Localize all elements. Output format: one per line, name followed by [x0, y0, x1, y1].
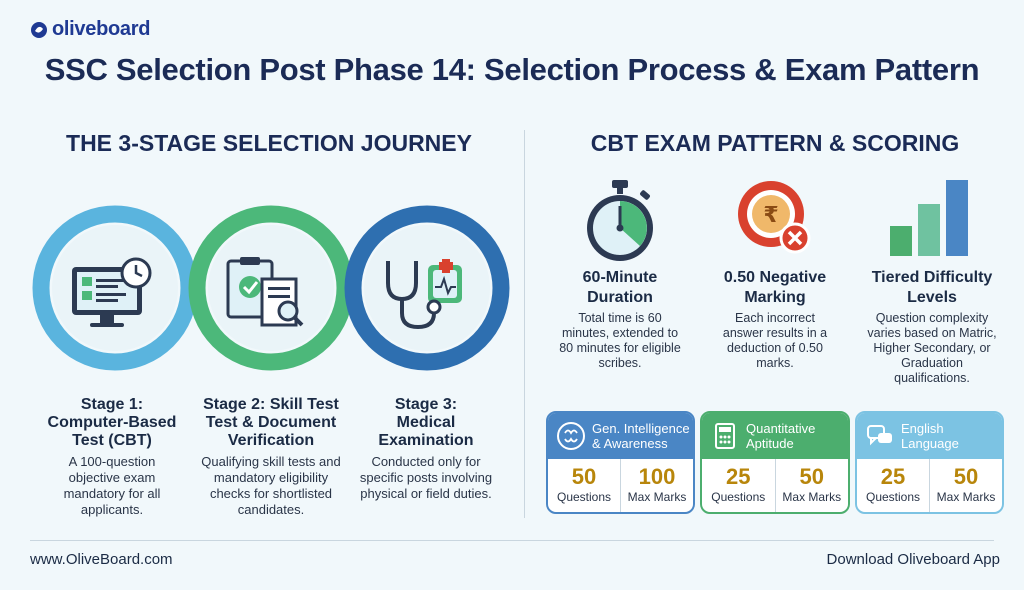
metric-duration-title: 60-Minute Duration: [582, 269, 658, 306]
stage-rings: [32, 205, 510, 371]
subject-card-header: Quantitative Aptitude: [702, 413, 848, 459]
max-marks: 100 Max Marks: [620, 459, 693, 512]
subject-card-quantitative-aptitude: Quantitative Aptitude 25 Questions 50 Ma…: [700, 411, 850, 514]
olive-logo-icon: [31, 21, 47, 38]
subject-name: Gen. Intelligence & Awareness: [592, 421, 690, 451]
metric-negative-marking-title: 0.50 Negative Marking: [723, 269, 827, 306]
right-section-title: CBT EXAM PATTERN & SCORING: [590, 130, 960, 156]
max-marks: 50 Max Marks: [774, 459, 849, 512]
metric-difficulty-title: Tiered Difficulty Levels: [871, 269, 993, 306]
subject-card-header: Gen. Intelligence & Awareness: [548, 413, 693, 459]
subject-card-english-language: English Language 25 Questions 50 Max Mar…: [855, 411, 1004, 514]
subject-card-header: English Language: [857, 413, 1002, 459]
rupee-penalty-icon: ₹: [738, 181, 811, 254]
stopwatch-icon: [587, 180, 653, 261]
metric-difficulty-description: Question complexity varies based on Matr…: [867, 311, 997, 385]
stage-3-title: Stage 3: Medical Examination: [378, 396, 474, 449]
subject-card-general-intelligence: Gen. Intelligence & Awareness 50 Questio…: [546, 411, 695, 514]
left-section-title: THE 3-STAGE SELECTION JOURNEY: [66, 130, 472, 156]
stage-1: Stage 1: Computer-Based Test (CBT) A 100…: [22, 396, 202, 518]
brand-logo: oliveboard: [30, 18, 150, 41]
metric-duration: 60-Minute Duration Total time is 60 minu…: [545, 268, 695, 371]
stethoscope-icon: [386, 259, 462, 330]
bar-levels-icon: [890, 180, 968, 256]
subject-card-body: 25 Questions 50 Max Marks: [702, 459, 849, 512]
subject-card-body: 50 Questions 100 Max Marks: [548, 459, 693, 512]
metric-duration-description: Total time is 60 minutes, extended to 80…: [559, 311, 681, 370]
metric-negative-marking: 0.50 Negative Marking Each incorrect ans…: [700, 268, 850, 371]
subject-name: Quantitative Aptitude: [746, 421, 816, 451]
svg-text:₹: ₹: [763, 203, 778, 228]
stage-3: Stage 3: Medical Examination Conducted o…: [340, 396, 512, 502]
max-marks: 50 Max Marks: [929, 459, 1002, 512]
stage-2: Stage 2: Skill Test Test & Document Veri…: [176, 396, 366, 518]
metric-difficulty: Tiered Difficulty Levels Question comple…: [852, 268, 1012, 386]
stage-2-title: Stage 2: Skill Test Test & Document Veri…: [203, 396, 339, 449]
metric-negative-marking-description: Each incorrect answer results in a deduc…: [722, 311, 828, 370]
stage-1-description: A 100-question objective exam mandatory …: [63, 454, 161, 517]
speech-bubble-icon: [867, 425, 892, 446]
stage-2-description: Qualifying skill tests and mandatory eli…: [201, 454, 341, 517]
footer-divider: [30, 540, 994, 541]
questions-count: 25 Questions: [865, 464, 921, 504]
document-verification-icon: [226, 257, 304, 327]
calculator-icon: [715, 423, 735, 449]
subject-name: English Language: [901, 421, 959, 451]
brain-icon: [557, 422, 585, 450]
questions-count: 25 Questions: [711, 464, 766, 504]
stage-3-description: Conducted only for specific posts involv…: [359, 454, 493, 501]
computer-test-icon: [72, 257, 152, 327]
logo-text: oliveboard: [52, 18, 151, 40]
download-app-link[interactable]: Download Oliveboard App: [826, 551, 1000, 568]
questions-count: 50 Questions: [556, 464, 612, 504]
website-link[interactable]: www.OliveBoard.com: [30, 551, 173, 568]
page-title: SSC Selection Post Phase 14: Selection P…: [44, 52, 980, 87]
stage-1-title: Stage 1: Computer-Based Test (CBT): [47, 396, 177, 449]
section-divider: [524, 130, 525, 518]
subject-card-body: 25 Questions 50 Max Marks: [857, 459, 1002, 512]
